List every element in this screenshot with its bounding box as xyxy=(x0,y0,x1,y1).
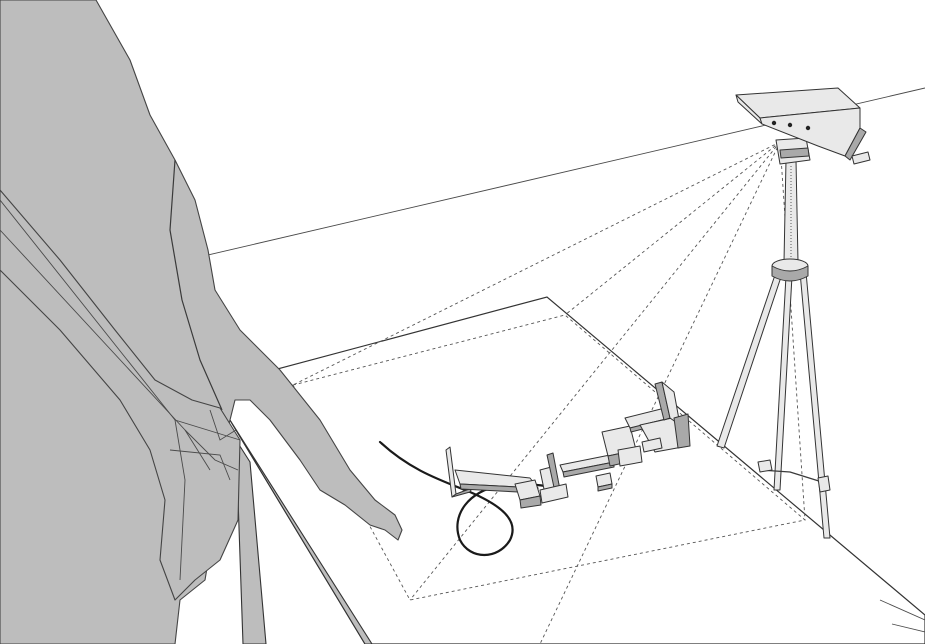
tripod-leg-back xyxy=(774,276,792,490)
camera-lens-3 xyxy=(806,126,810,130)
tripod-leg-left xyxy=(717,272,782,448)
camera-lens-2 xyxy=(788,123,792,127)
tripod-leg-right xyxy=(800,272,830,538)
camera-knob xyxy=(852,152,870,164)
camera-lens-1 xyxy=(772,121,776,125)
